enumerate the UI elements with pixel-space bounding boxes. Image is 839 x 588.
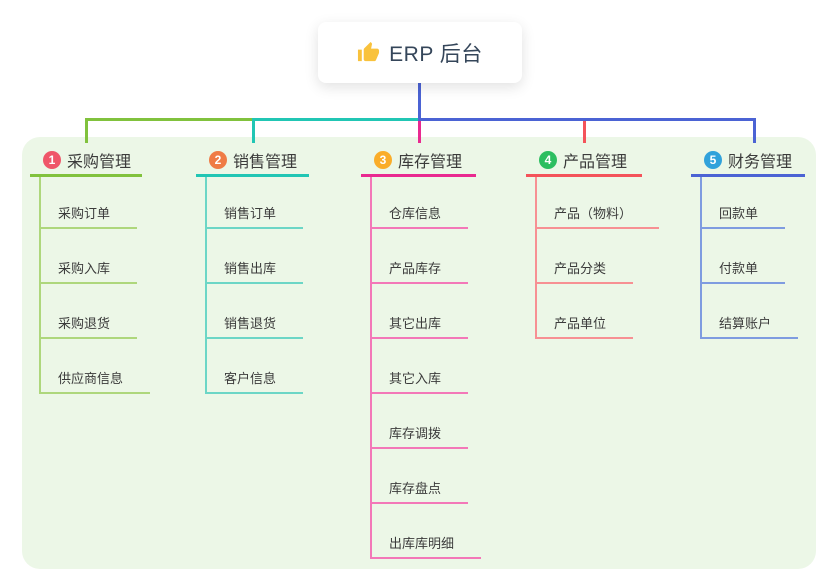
branch-product-child-3[interactable]: 产品单位 (535, 311, 634, 339)
branch-product-label: 产品管理 (563, 154, 628, 171)
branch-sales-child-2[interactable]: 销售出库 (205, 256, 304, 284)
branch-product-child-connector (535, 177, 537, 339)
branch-product-number-badge: 4 (539, 151, 557, 169)
connector-rail-purchase (85, 118, 252, 121)
mindmap-panel-background (22, 137, 816, 569)
branch-inventory-label: 库存管理 (398, 154, 463, 171)
branch-inventory-child-7[interactable]: 出库库明细 (370, 531, 482, 559)
branch-inventory-child-1[interactable]: 仓库信息 (370, 201, 469, 229)
branch-sales-label: 销售管理 (233, 154, 298, 171)
branch-product-node[interactable]: 4 产品管理 (526, 146, 642, 177)
branch-inventory-node[interactable]: 3 库存管理 (361, 146, 476, 177)
branch-sales-number-badge: 2 (209, 151, 227, 169)
connector-drop-product (583, 121, 586, 143)
branch-product-child-2[interactable]: 产品分类 (535, 256, 634, 284)
branch-sales-child-4[interactable]: 客户信息 (205, 366, 304, 394)
branch-inventory-child-6[interactable]: 库存盘点 (370, 476, 469, 504)
branch-inventory-child-connector (370, 177, 372, 559)
branch-sales-child-connector (205, 177, 207, 394)
branch-finance-node[interactable]: 5 财务管理 (691, 146, 805, 177)
branch-purchase-label: 采购管理 (67, 154, 132, 171)
root-label: ERP 后台 (389, 42, 483, 66)
branch-finance-number-badge: 5 (704, 151, 722, 169)
branch-finance-child-connector (700, 177, 702, 339)
connector-drop-purchase (85, 121, 88, 143)
root-node[interactable]: ERP 后台 (318, 22, 522, 83)
branch-finance-child-3[interactable]: 结算账户 (700, 311, 799, 339)
branch-finance-child-1[interactable]: 回款单 (700, 201, 786, 229)
branch-inventory-child-4[interactable]: 其它入库 (370, 366, 469, 394)
branch-purchase-node[interactable]: 1 采购管理 (30, 146, 142, 177)
branch-inventory-child-2[interactable]: 产品库存 (370, 256, 469, 284)
connector-rail-sales (252, 118, 418, 121)
branch-purchase-number-badge: 1 (43, 151, 61, 169)
thumbs-up-icon (357, 41, 380, 64)
branch-purchase-child-3[interactable]: 采购退货 (39, 311, 138, 339)
branch-purchase-child-connector (39, 177, 41, 394)
connector-drop-sales (252, 121, 255, 143)
branch-inventory-number-badge: 3 (374, 151, 392, 169)
branch-product-child-1[interactable]: 产品（物料） (535, 201, 660, 229)
branch-purchase-child-1[interactable]: 采购订单 (39, 201, 138, 229)
branch-sales-child-1[interactable]: 销售订单 (205, 201, 304, 229)
branch-sales-child-3[interactable]: 销售退货 (205, 311, 304, 339)
branch-inventory-child-3[interactable]: 其它出库 (370, 311, 469, 339)
branch-purchase-child-4[interactable]: 供应商信息 (39, 366, 151, 394)
connector-drop-finance (753, 121, 756, 143)
connector-drop-inventory (418, 121, 421, 143)
connector-rail-finance (418, 118, 756, 121)
connector-root-trunk (418, 83, 421, 121)
branch-finance-label: 财务管理 (728, 154, 793, 171)
branch-purchase-child-2[interactable]: 采购入库 (39, 256, 138, 284)
branch-sales-node[interactable]: 2 销售管理 (196, 146, 309, 177)
branch-finance-child-2[interactable]: 付款单 (700, 256, 786, 284)
branch-inventory-child-5[interactable]: 库存调拨 (370, 421, 469, 449)
